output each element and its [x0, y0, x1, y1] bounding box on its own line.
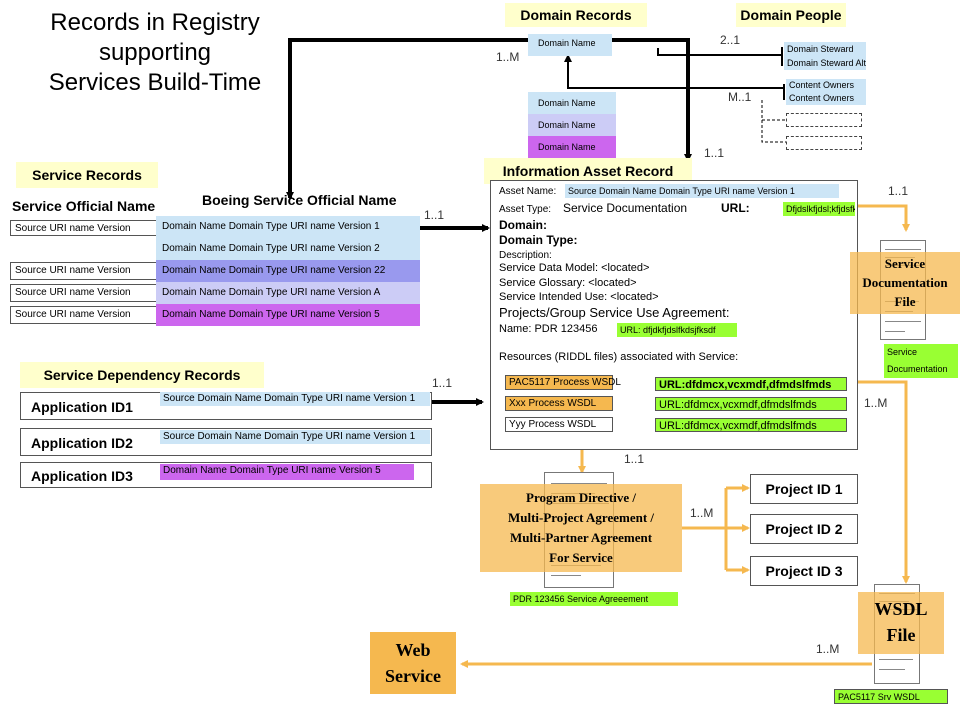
domain-people-header: Domain People: [736, 3, 846, 27]
domain-record-2: Domain Name: [528, 114, 616, 136]
boeing-name-v1: Domain Name Domain Type URI name Version…: [156, 216, 420, 238]
project-id-2: Project ID 2: [750, 514, 858, 544]
asset-type-label: Asset Type:: [499, 204, 552, 215]
domain-record-top: Domain Name: [528, 34, 612, 56]
arrow-domain-to-boeing: [286, 38, 528, 200]
service-doc-label: Service Documentation: [884, 344, 958, 378]
web-service: Web Service: [370, 632, 456, 694]
content-owner-placeholder-1: [786, 113, 862, 127]
arrow-owners-to-domain: [564, 54, 784, 89]
service-use-agreement: Projects/Group Service Use Agreement:: [499, 305, 730, 320]
page-title: Records in Registry supporting Services …: [48, 9, 262, 96]
content-owner-placeholder-2: [786, 136, 862, 150]
domain-records-header: Domain Records: [505, 3, 647, 27]
arrow-info-to-wsdl: [858, 380, 910, 584]
dependency-header: Service Dependency Records: [20, 362, 264, 388]
wsdl-url-3: URL:dfdmcx,vcxmdf,dfmdslfmds: [655, 418, 847, 432]
arrow-steward-to-domain: [657, 48, 782, 56]
service-source-row-1: Source URI name Version: [10, 220, 160, 236]
domain-type-label: Domain Type:: [499, 233, 578, 247]
domain-record-3: Domain Name: [528, 136, 616, 158]
wsdl-name-2: Xxx Process WSDL: [505, 396, 613, 411]
info-asset-record: Asset Name: Source Domain Name Domain Ty…: [490, 180, 858, 450]
service-glossary: Service Glossary: <located>: [499, 277, 637, 289]
service-records-header: Service Records: [16, 162, 158, 188]
wsdl-name-1: PAC5117 Process WSDL: [505, 375, 621, 390]
domain-steward-alt: Domain Steward Alt: [784, 56, 866, 70]
resources-label: Resources (RIDDL files) associated with …: [499, 351, 739, 363]
boeing-name-v22: Domain Name Domain Type URI name Version…: [156, 260, 420, 282]
arrow-domain-to-info: [612, 38, 692, 162]
url-value: Dfjdslkfjdsl;kfjdsfklsd: [783, 202, 855, 216]
program-label: PDR 123456 Service Agreeement: [510, 592, 678, 606]
project-id-3: Project ID 3: [750, 556, 858, 586]
boeing-name-v5: Domain Name Domain Type URI name Version…: [156, 304, 420, 326]
arrow-info-to-servicedoc: [858, 204, 910, 232]
project-id-1: Project ID 1: [750, 474, 858, 504]
relation-label: 1..1: [704, 146, 725, 160]
service-source-row-3: Source URI name Version: [10, 284, 160, 302]
domain-steward: Domain Steward: [784, 42, 866, 56]
content-owners-2: Content Owners: [786, 92, 866, 105]
relation-label: 1..M: [816, 642, 840, 656]
relation-label: 1..M: [690, 506, 714, 520]
relation-label: M..1: [728, 90, 752, 104]
url-label: URL:: [721, 201, 750, 215]
relation-label: 1..1: [432, 376, 453, 390]
agreement-name: Name: PDR 123456: [499, 323, 598, 335]
relation-label: 1..1: [888, 184, 909, 198]
service-doc-title: Service Documentation File: [850, 252, 960, 314]
application-id1-value: Source Domain Name Domain Type URI name …: [160, 392, 430, 406]
asset-name-label: Asset Name:: [499, 186, 557, 197]
relation-label: 1..M: [496, 50, 520, 64]
wsdl-url-2: URL:dfdmcx,vcxmdf,dfmdslfmds: [655, 397, 847, 411]
service-data-model: Service Data Model: <located>: [499, 262, 650, 274]
wsdl-url-1: URL:dfdmcx,vcxmdf,dfmdslfmds: [655, 377, 847, 391]
relation-label: 2..1: [720, 33, 741, 47]
service-intended-use: Service Intended Use: <located>: [499, 291, 659, 303]
agreement-url: URL: dfjdkfjdslfkdsjfksdf: [617, 323, 737, 337]
wsdl-file-label: PAC5117 Srv WSDL: [834, 689, 948, 704]
asset-type-value: Service Documentation: [563, 201, 688, 215]
service-source-row-2: Source URI name Version: [10, 262, 160, 280]
boeing-name-va: Domain Name Domain Type URI name Version…: [156, 282, 420, 304]
info-asset-header: Information Asset Record: [484, 158, 692, 184]
application-id2-value: Source Domain Name Domain Type URI name …: [160, 430, 430, 444]
content-owners-1: Content Owners: [786, 79, 866, 92]
domain-label: Domain:: [499, 218, 547, 232]
relation-label: 1..M: [864, 396, 888, 410]
boeing-name-v2: Domain Name Domain Type URI name Version…: [156, 238, 420, 260]
wsdl-file-title: WSDL File: [858, 592, 944, 654]
asset-name-value: Source Domain Name Domain Type URI name …: [565, 184, 839, 198]
service-official-name-header: Service Official Name: [12, 198, 156, 214]
boeing-official-name-header: Boeing Service Official Name: [202, 192, 397, 208]
wsdl-name-3: Yyy Process WSDL: [505, 417, 613, 432]
service-source-row-4: Source URI name Version: [10, 306, 160, 324]
relation-label: 1..1: [624, 452, 645, 466]
description-label: Description:: [499, 250, 552, 261]
application-id3-value: Domain Name Domain Type URI name Version…: [160, 464, 414, 480]
domain-record-1: Domain Name: [528, 92, 616, 114]
relation-label: 1..1: [424, 208, 445, 222]
program-directive-title: Program Directive / Multi-Project Agreem…: [480, 484, 682, 572]
